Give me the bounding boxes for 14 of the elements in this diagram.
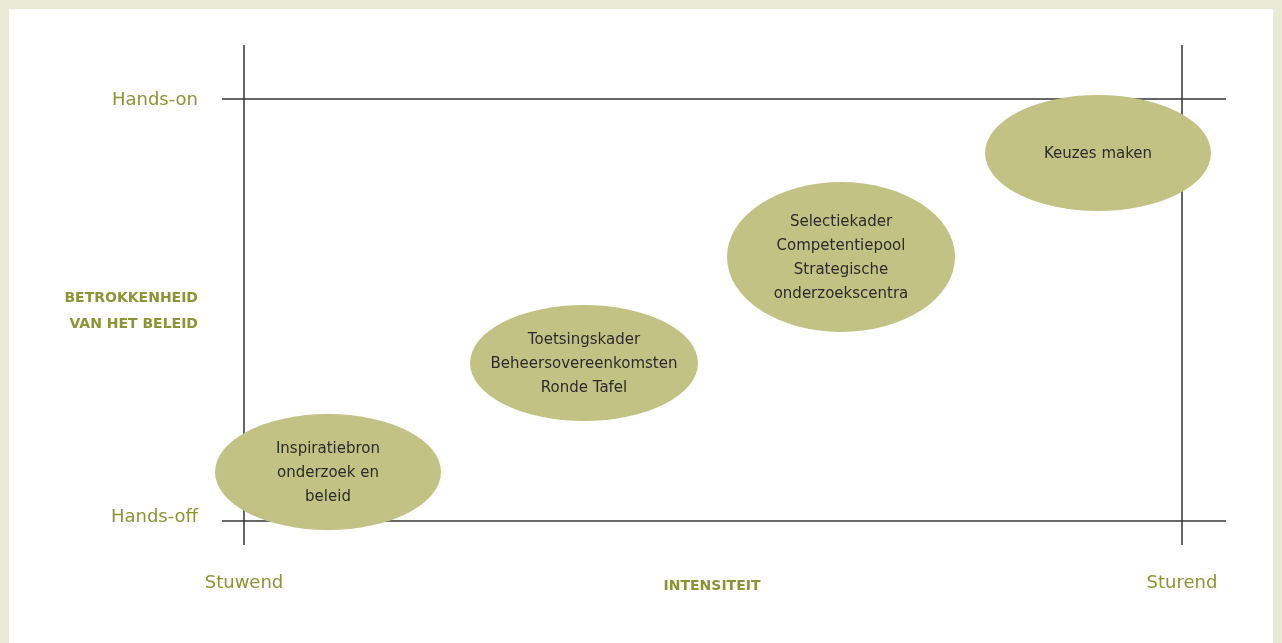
node-label: Ronde Tafel [540,377,628,398]
axis-title: BETROKKENHEID VAN HET BELEID [63,288,198,333]
node-label: Keuzes maken [1043,143,1153,164]
node-label: Inspiratiebron onderzoek en beleid [274,438,382,507]
node-label: Selectiekader [789,211,893,232]
node-label: Competentiepool [776,235,906,256]
axis-label: Hands-off [110,505,198,526]
axis-label: Stuwend [204,571,284,592]
node-label: Strategische onderzoekscentra [772,259,910,304]
node-label: Toetsingskader [527,329,641,350]
axis-label: Hands-on [111,88,198,109]
node-label: Beheersovereenkomsten [490,353,678,374]
axis-title: INTENSITEIT [663,576,761,595]
axis-label: Sturend [1146,571,1218,592]
